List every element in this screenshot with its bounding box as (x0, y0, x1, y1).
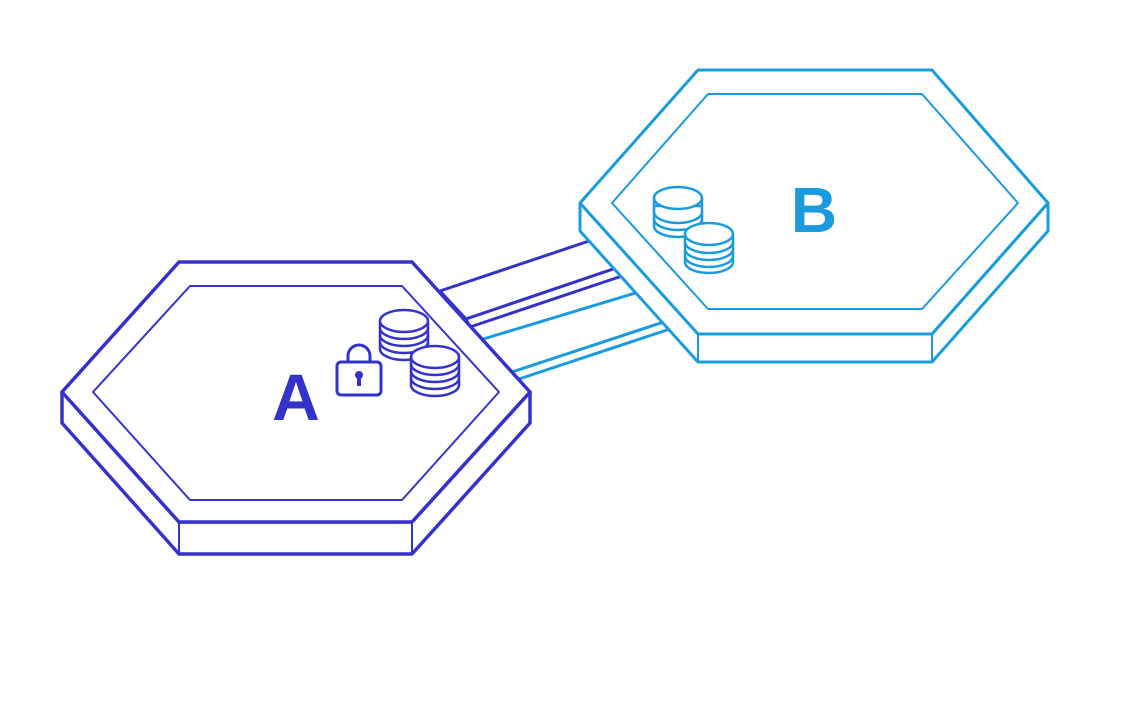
coin-stack-icon (409, 344, 461, 398)
lock-icon (335, 343, 383, 397)
platform-b-label: B (791, 174, 837, 246)
platform-a-label: A (272, 360, 320, 434)
coin-stack-icon (683, 221, 735, 275)
